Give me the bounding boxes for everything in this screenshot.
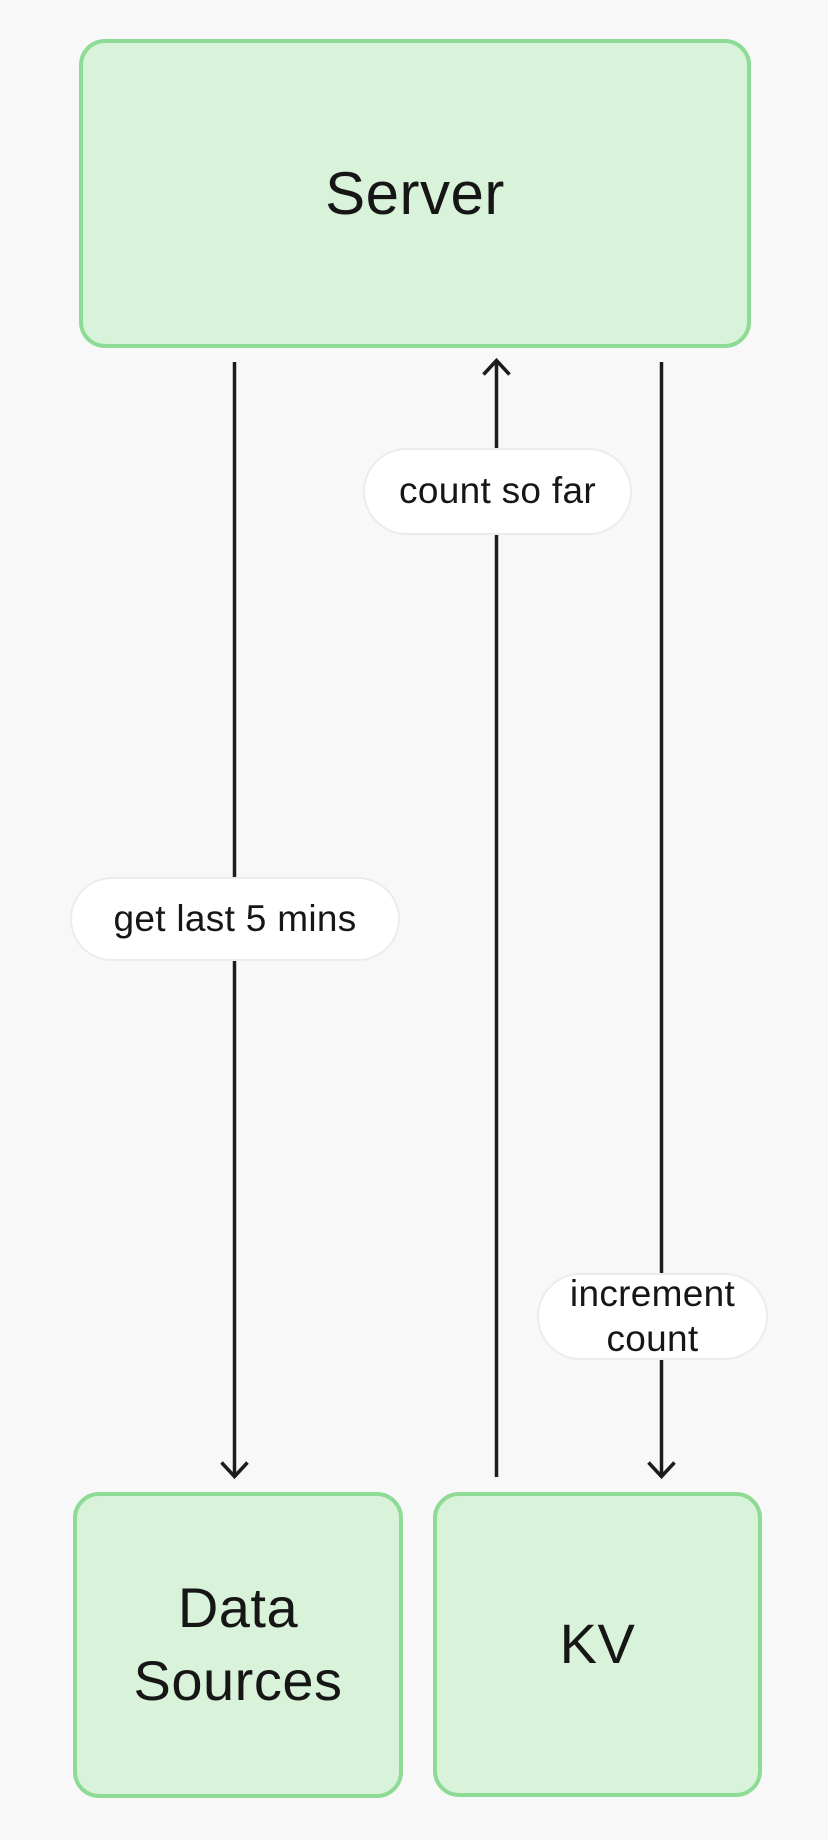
arrowhead-down-icon <box>220 1461 249 1480</box>
node-server: Server <box>79 39 751 348</box>
node-kv-label: KV <box>559 1612 636 1676</box>
node-data-sources: Data Sources <box>73 1492 403 1798</box>
edge-label-increment-count-text: increment count <box>569 1273 736 1359</box>
arrowhead-up-icon <box>482 357 511 376</box>
edge-label-count-so-far-text: count so far <box>399 470 596 512</box>
edge-label-count-so-far: count so far <box>363 448 632 535</box>
edge-kv-to-server <box>482 357 511 1477</box>
edge-label-get-last-5-mins: get last 5 mins <box>70 877 400 961</box>
node-data-sources-label: Data Sources <box>133 1576 343 1712</box>
node-server-label: Server <box>325 159 505 227</box>
arrowhead-down-icon <box>647 1461 676 1480</box>
node-kv: KV <box>433 1492 762 1797</box>
edge-label-get-last-5-mins-text: get last 5 mins <box>113 897 357 939</box>
edge-label-increment-count: increment count <box>537 1273 768 1360</box>
